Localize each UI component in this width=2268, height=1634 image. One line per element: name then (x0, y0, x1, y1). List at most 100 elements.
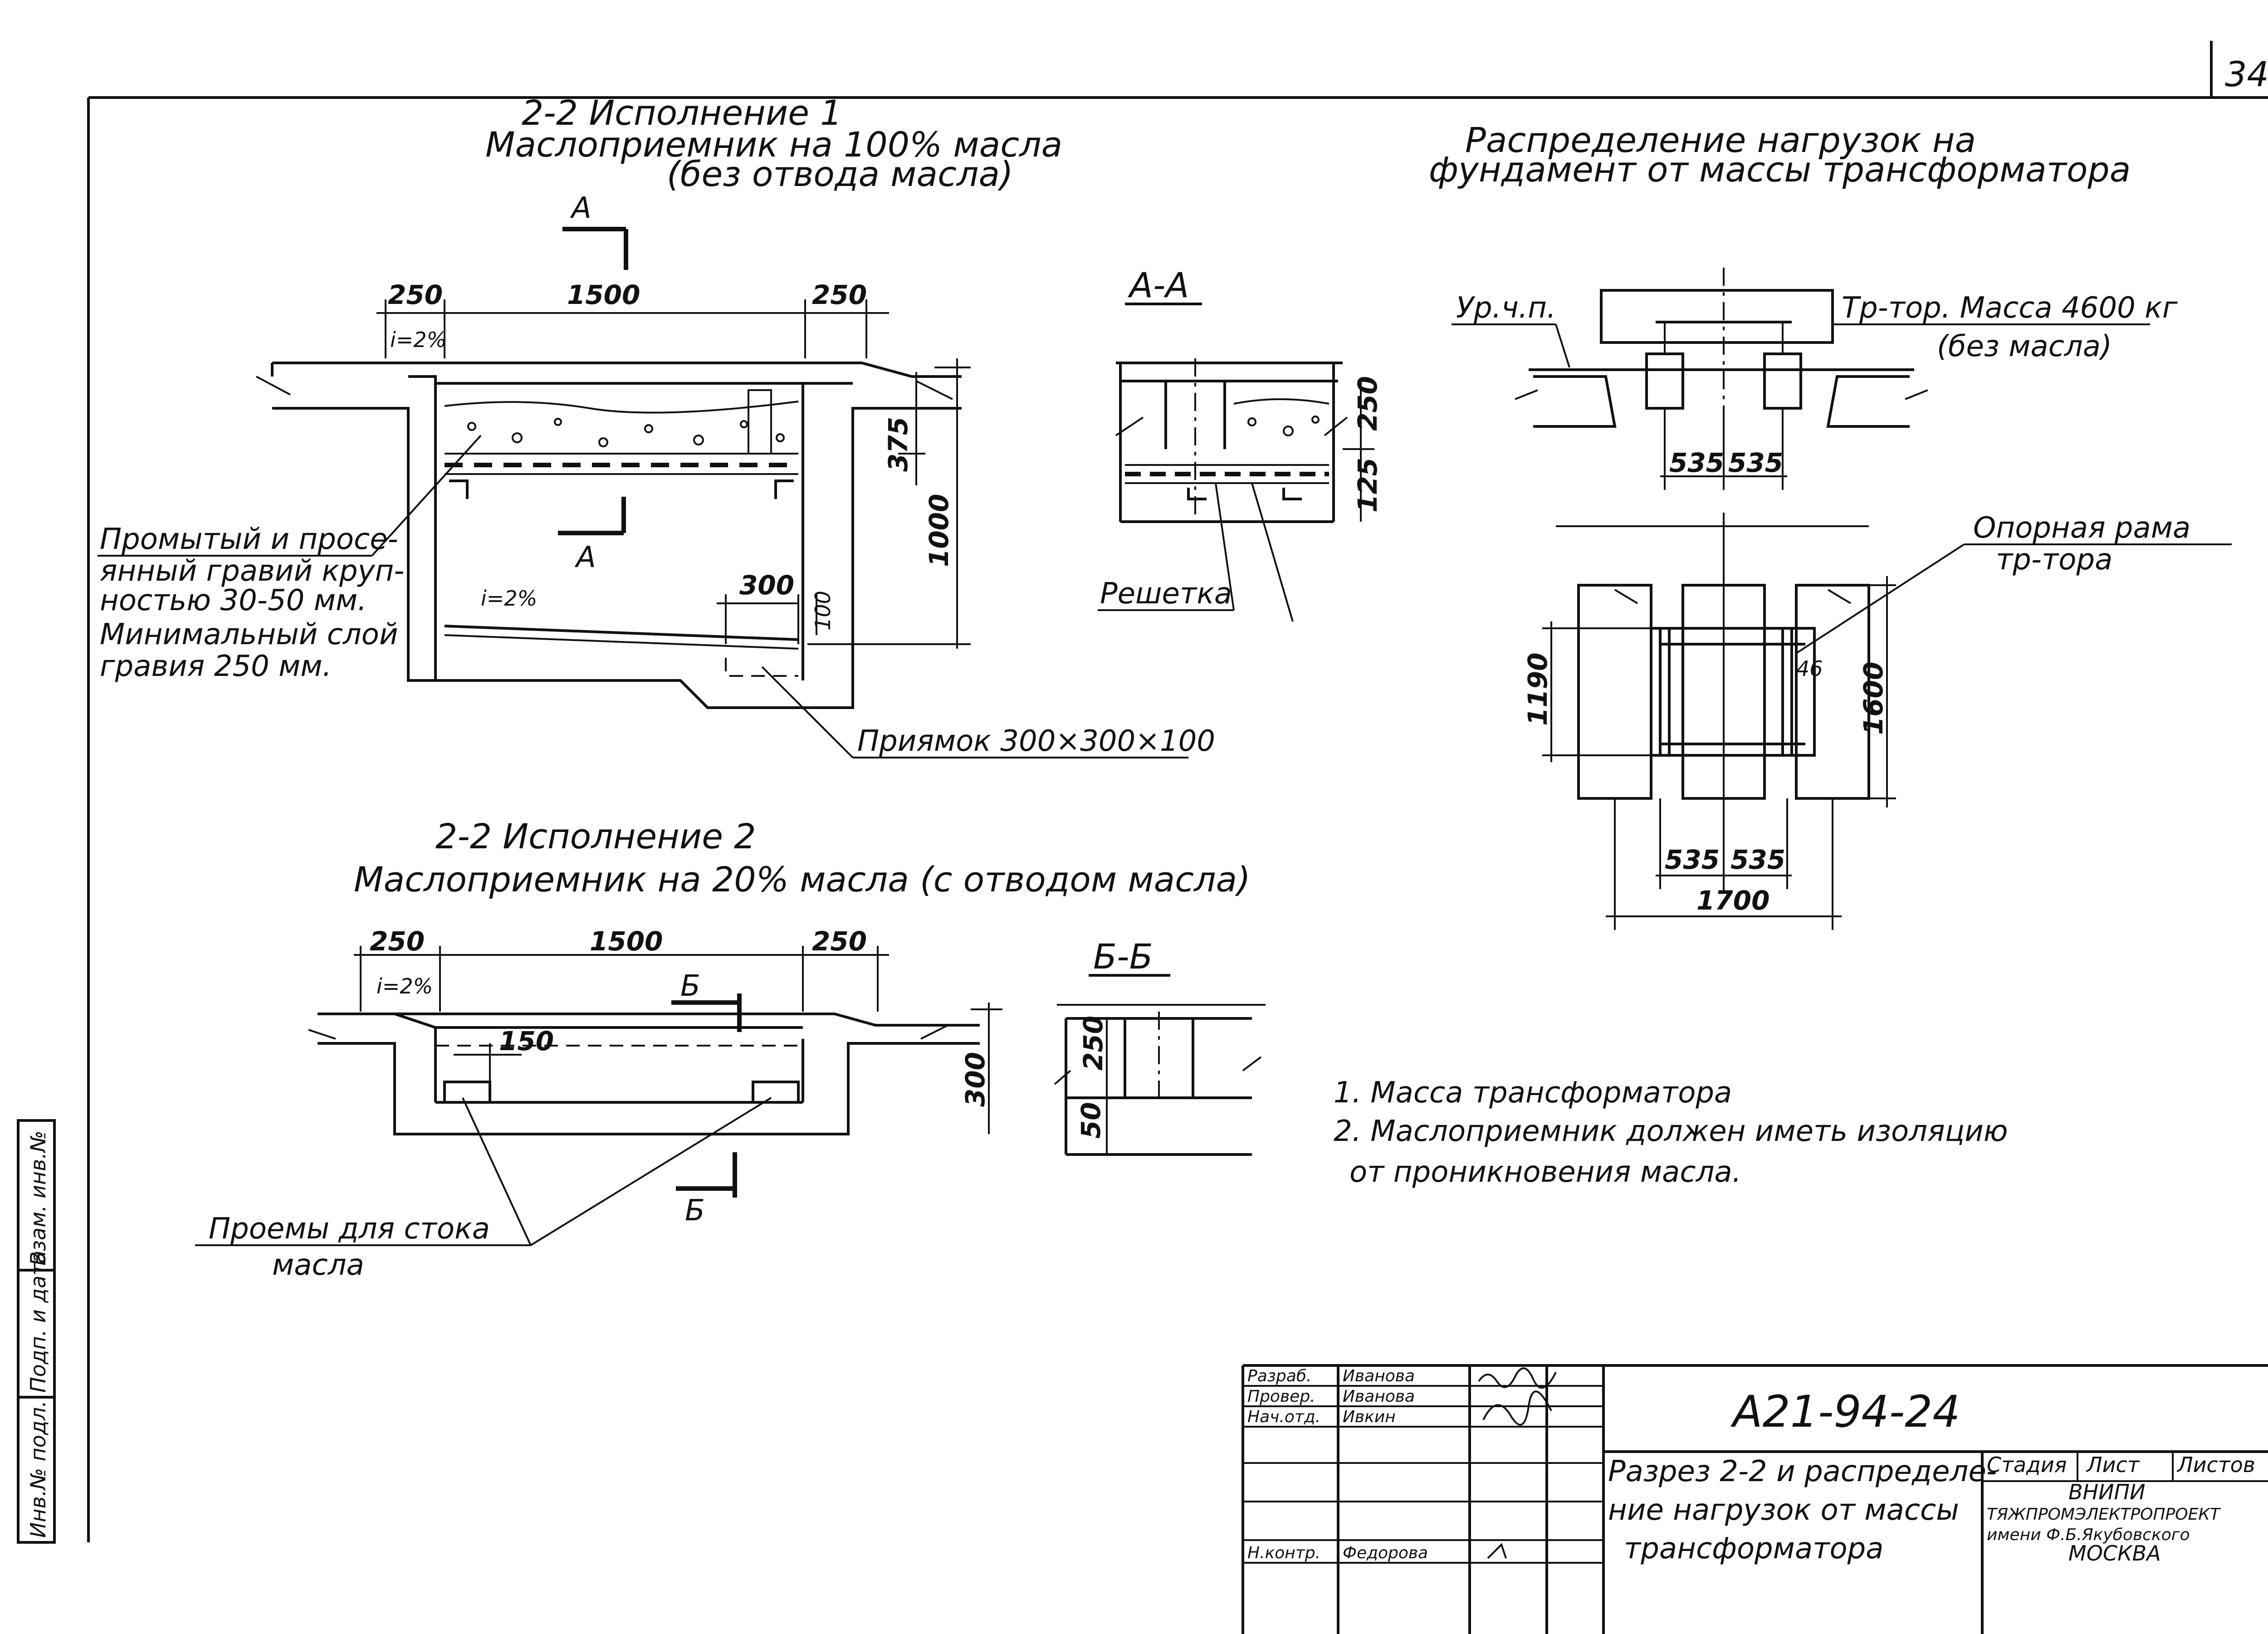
section2-title-line1: 2-2 Исполнение 2 (435, 816, 756, 856)
side-stamp-inv: Инв.№ подл. (26, 1400, 50, 1538)
gravel-note-line5: гравия 250 мм. (100, 650, 332, 683)
section1-bottom: i=2% 300 (444, 570, 799, 677)
title-block-role-4: Н.контр. (1247, 1544, 1320, 1562)
loads-dim-top-2: 535 (1728, 447, 1783, 478)
section2-dim-depth: 300 (960, 1052, 991, 1107)
title-block-role-1: Разраб. (1247, 1367, 1311, 1385)
title-block-role-3: Нач.отд. (1247, 1408, 1320, 1426)
level-label: Ур.ч.п. (1456, 291, 1556, 325)
org-line3: имени Ф.Б.Якубовского (1987, 1526, 2190, 1544)
section1-title-line2: Маслоприемник на 100% масла (485, 124, 1062, 165)
section-bb-dim-upper: 250 (1078, 1016, 1109, 1071)
section2-cut-label-bottom: Б (685, 1194, 705, 1228)
svg-text:А: А (574, 541, 596, 574)
section2-cut-label-top: Б (680, 969, 700, 1003)
side-stamp: Инв.№ подл. Подп. и дата Взам. инв.№ (17, 1119, 56, 1544)
title-block-name-3: Ивкин (1343, 1408, 1396, 1426)
loads-dim-bottom-1: 535 (1665, 844, 1720, 875)
openings-note-line2: масла (272, 1248, 364, 1282)
loads-dim-top-1: 535 (1669, 447, 1724, 478)
section1-dimension-chain: 250 1500 250 i=2% (376, 279, 889, 358)
loads-title-line2: фундамент от массы трансформатора (1429, 149, 2131, 190)
section-aa: А-А 250 125 Решетка (1098, 265, 1383, 622)
section-aa-dim-top: 250 (1352, 376, 1383, 431)
dim-46: 46 (1796, 656, 1823, 681)
header-stage: Стадия (1987, 1453, 2067, 1477)
section2-dim-middle: 1500 (590, 926, 663, 957)
title-block-role-2: Провер. (1247, 1387, 1315, 1406)
side-stamp-sign: Подп. и дата (26, 1251, 50, 1393)
openings-note-line1: Проемы для стока (209, 1212, 490, 1246)
header-sheets: Листов (2176, 1453, 2255, 1477)
dim-1700: 1700 (1696, 885, 1769, 916)
section1-dim-depth: 1000 (924, 494, 954, 567)
section1-slope-bottom: i=2% (481, 586, 537, 611)
gravel-note: Промытый и просе- янный гравий круп- нос… (98, 435, 482, 683)
section1-dim-right: 250 (812, 279, 867, 310)
header-sheet: Лист (2086, 1453, 2140, 1477)
loads-diagram: Распределение нагрузок на фундамент от м… (1429, 120, 2232, 930)
pit-note-text: Приямок 300×300×100 (857, 724, 1215, 758)
note-3: от проникновения масла. (1349, 1155, 1741, 1189)
svg-text:А: А (570, 191, 591, 225)
grid-label: Решетка (1100, 577, 1232, 611)
section1-title-line1: 2-2 Исполнение 1 (522, 93, 842, 133)
section1-dim-left: 250 (388, 279, 443, 310)
mass-label: Тр-тор. Масса 4600 кг (1842, 291, 2178, 325)
section2-dim-left: 250 (370, 926, 425, 957)
section1-dim-pit-w: 300 (739, 570, 794, 601)
cut-mark-a-top: А (562, 191, 628, 270)
description-line1: Разрез 2-2 и распределе- (1608, 1455, 1997, 1488)
description-line2: ние нагрузок от массы (1608, 1493, 1959, 1527)
loads-title-line1: Распределение нагрузок на (1465, 120, 1976, 160)
sheet-number: 34 (2225, 54, 2268, 94)
pit-note: Приямок 300×300×100 (761, 666, 1215, 758)
title-block-name-1: Иванова (1343, 1367, 1415, 1385)
section2-title-line2: Маслоприемник на 20% масла (с отводом ма… (354, 859, 1251, 900)
section1-dim-pit-h: 100 (811, 591, 835, 631)
gravel-note-line1: Промытый и просе- (100, 523, 398, 556)
signature-3 (1487, 1543, 1507, 1559)
gravel-note-line3: ностью 30-50 мм. (100, 584, 367, 617)
gravel-note-line2: янный гравий круп- (100, 554, 404, 588)
section-1: 2-2 Исполнение 1 Маслоприемник на 100% м… (98, 93, 1215, 758)
signature-1 (1478, 1367, 1557, 1389)
note-2: 2. Маслоприемник должен иметь изоляцию (1334, 1115, 2008, 1148)
org-line2: ТЯЖПРОМЭЛЕКТРОПРОЕКТ (1987, 1505, 2221, 1524)
cut-mark-a-bottom: А (558, 497, 626, 574)
mass-note: (без масла) (1937, 330, 2112, 363)
description-line3: трансформатора (1624, 1532, 1883, 1566)
section-2: 2-2 Исполнение 2 Маслоприемник на 20% ма… (195, 816, 1251, 1282)
loads-elevation: Ур.ч.п. Тр-тор. Масса 4600 кг (без масла… (1452, 268, 2178, 490)
section1-dim-middle: 1500 (567, 279, 640, 310)
section1-title-line3: (без отвода масла) (667, 154, 1013, 194)
frame-label-line1: Опорная рама (1973, 511, 2190, 545)
section-aa-dim-bottom: 125 (1352, 458, 1383, 513)
section-aa-title: А-А (1127, 265, 1189, 305)
notes: 1. Масса трансформатора 2. Маслоприемник… (1334, 1076, 2008, 1189)
frame-label-line2: тр-тора (1996, 543, 2112, 577)
org-line1: ВНИПИ (2068, 1480, 2146, 1504)
dim-1600: 1600 (1858, 662, 1889, 735)
loads-dim-bottom-2: 535 (1730, 844, 1785, 875)
drawing-code: А21-94-24 (1730, 1386, 1960, 1437)
section1-gravel-layer (444, 389, 799, 499)
loads-plan: Опорная рама тр-тора 1190 1600 46 (1522, 511, 2232, 930)
section-bb-title: Б-Б (1093, 936, 1153, 977)
gravel-note-line4: Минимальный слой (100, 618, 398, 651)
dim-1190: 1190 (1522, 653, 1553, 726)
section1-slope-top: i=2% (390, 328, 446, 352)
section2-slope: i=2% (376, 974, 433, 998)
title-block-name-4: Федорова (1343, 1544, 1428, 1562)
note-1: 1. Масса трансформатора (1334, 1076, 1732, 1110)
section1-dim-layer: 375 (883, 417, 914, 472)
sheet-frame: 34 (87, 41, 2268, 1542)
title-block: Разраб. Иванова Провер. Иванова Нач.отд.… (1242, 1364, 2268, 1634)
section1-right-dims: 375 1000 100 (807, 358, 971, 649)
section2-dim-opening: 150 (499, 1026, 554, 1057)
section2-dim-right: 250 (812, 926, 867, 957)
section-bb-dim-lower: 50 (1075, 1102, 1106, 1139)
title-block-name-2: Иванова (1343, 1387, 1415, 1406)
org-line4: МОСКВА (2068, 1541, 2161, 1566)
